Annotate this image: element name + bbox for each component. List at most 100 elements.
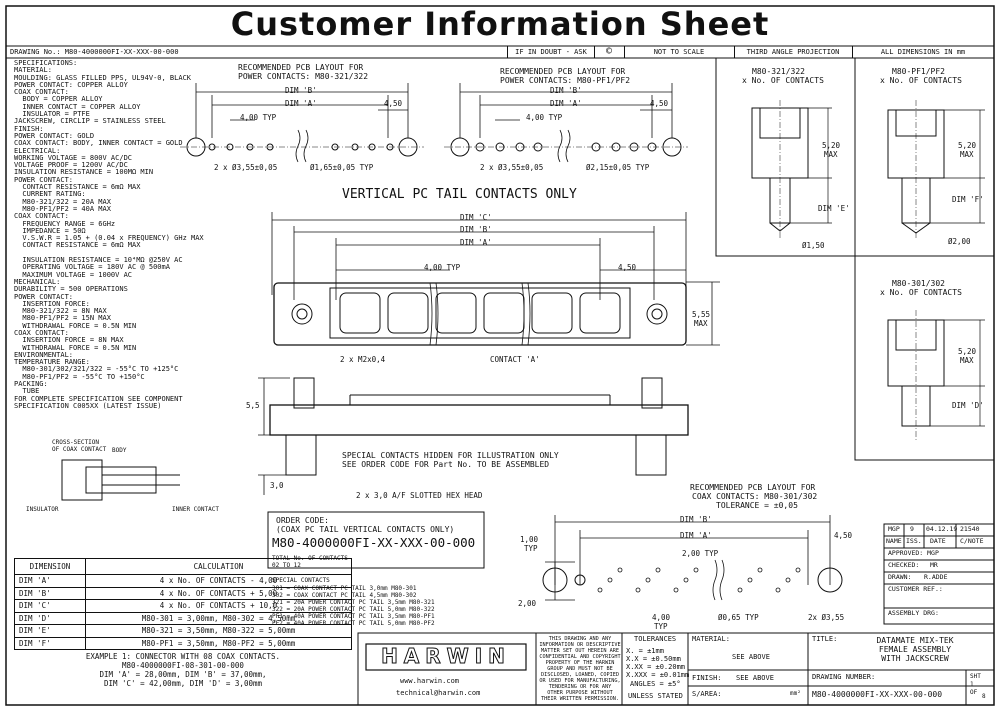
spec-line: M80-PF1/PF2 = 40A MAX	[14, 204, 111, 213]
drawing-number-header: DRAWING No.: M80-4000000FI-XX-XXX-00-000	[6, 46, 508, 58]
coax-contact-label: OF COAX CONTACT	[52, 446, 107, 453]
spec-line: SPECIFICATION C005XX (LATEST ISSUE)	[14, 401, 162, 410]
drawing-number-label: DRAWING NUMBER:	[812, 673, 876, 681]
pcb-left-450: 4,50	[384, 99, 403, 108]
main-400: 4,00 TYP	[424, 263, 461, 272]
v3-dim: DIM 'D'	[952, 401, 984, 410]
spec-line: M80-PF1/PF2 = 15N MAX	[14, 314, 111, 323]
spec-line: DURABILITY = 500 OPERATIONS	[14, 285, 128, 294]
rev-name-h: NAME	[886, 537, 902, 545]
notice-line: PROPERTY OF THE HARWIN	[545, 660, 615, 666]
calc-formula-cell: 4 x No. OF CONTACTS + 5,00	[85, 586, 352, 600]
v2-dim: DIM 'F'	[952, 195, 984, 204]
notice-line: CONFIDENTIAL AND COPYRIGHT	[539, 654, 621, 660]
pcb-coax-title1: RECOMMENDED PCB LAYOUT FOR	[690, 483, 816, 492]
drawn-label: DRAWN:	[888, 573, 912, 581]
pcb-coax-dim-a: DIM 'A'	[680, 531, 712, 540]
calc-formula-cell: M80-301 = 3,00mm, M80-302 = 4,50mm	[85, 611, 352, 625]
spec-line: MATERIAL:	[14, 66, 52, 75]
spec-line: COAX CONTACT:	[14, 328, 69, 337]
notice-line: OR USED FOR MANUFACTURING,	[539, 678, 621, 684]
tolerance-line: X.XXX = ±0.01mm	[626, 671, 690, 679]
tolerances-title: TOLERANCES	[634, 635, 677, 643]
pcb-right-hole1: 2 x Ø3,55±0,05	[480, 163, 544, 172]
pcb-coax-200: 2,00	[518, 599, 537, 608]
main-max: MAX	[694, 319, 708, 328]
pcb-left-dim-a: DIM 'A'	[285, 99, 317, 108]
notice-line: INFORMATION OR DESCRIPTIVE	[539, 642, 621, 648]
of-label: OF	[970, 689, 978, 696]
calc-formula-cell: 4 x No. OF CONTACTS - 4,00	[85, 574, 352, 588]
harwin-logo: HARWIN	[381, 644, 511, 668]
spec-line: FOR COMPLETE SPECIFICATION SEE COMPONENT	[14, 394, 183, 403]
pcb-coax-450: 4,50	[834, 531, 853, 540]
order-code: M80-4000000FI-XX-XXX-00-000	[272, 535, 476, 550]
order-code-title1: ORDER CODE:	[276, 516, 329, 525]
title-line: DATAMATE MIX-TEK	[876, 636, 954, 645]
cross-section-label: CROSS-SECTION	[52, 439, 99, 446]
main-450: 4,50	[618, 263, 637, 272]
pcb-coax-hole1: Ø0,65 TYP	[718, 613, 759, 622]
spec-line: WITHDRAWAL FORCE = 0.5N MIN	[14, 343, 137, 352]
main-30: 3,0	[270, 481, 284, 490]
finish-label: FINISH:	[692, 674, 722, 682]
spec-line: INSULATION RESISTANCE = 10⁴MΩ @250V AC	[14, 256, 183, 265]
approved: APPROVED: MGP	[888, 549, 939, 557]
spec-line: INSERTION FORCE = 8N MAX	[14, 336, 124, 345]
v2-h: 5,20	[958, 141, 977, 150]
spec-line: INSULATOR = PTFE	[14, 110, 90, 119]
spec-line: JACKSCREW, CIRCLIP = STAINLESS STEEL	[14, 117, 166, 126]
pcb-left-dim-b: DIM 'B'	[285, 86, 317, 95]
pcb-coax-100: 1,00	[520, 535, 539, 544]
table-row: DIM 'C'4 x No. OF CONTACTS + 10,0	[14, 599, 352, 613]
pcb-right-dim-b: DIM 'B'	[550, 86, 582, 95]
main-55: 5,5	[246, 401, 260, 410]
notice-line: GROUP AND MUST NOT BE	[547, 666, 613, 672]
v1-title: M80-321/322	[752, 67, 805, 76]
if-in-doubt: IF IN DOUBT - ASK	[508, 46, 595, 58]
v2-sub: x No. OF CONTACTS	[880, 76, 962, 85]
notice-line: DISCLOSED, LOANED, COPIED	[540, 672, 620, 678]
calc-dimension-cell: DIM 'B'	[14, 586, 86, 600]
pcb-right-title1: RECOMMENDED PCB LAYOUT FOR	[500, 67, 626, 76]
v3-max: MAX	[960, 356, 974, 365]
spec-line: ELECTRICAL:	[14, 146, 61, 155]
main-dim-c: DIM 'C'	[460, 213, 492, 222]
sheet-label: SHT	[970, 673, 981, 680]
pcb-coax-title2: COAX CONTACTS: M80-301/302	[692, 492, 818, 501]
example-line: DIM 'C' = 42,00mm, DIM 'D' = 3,00mm	[103, 679, 263, 688]
surface-area-unit: mm²	[790, 690, 801, 697]
dimension-calculation-table: DIMENSION CALCULATION DIM 'A'4 x No. OF …	[14, 558, 352, 650]
spec-line: INSERTION FORCE:	[14, 299, 90, 308]
table-row: DIM 'B'4 x No. OF CONTACTS + 5,00	[14, 586, 352, 600]
specifications-list: SPECIFICATIONS:MATERIAL:MOULDING: GLASS …	[14, 59, 204, 410]
pcb-left-hole2: Ø1,65±0,05 TYP	[310, 163, 374, 172]
rev-name: MGP	[888, 525, 900, 533]
spec-line: MECHANICAL:	[14, 277, 61, 286]
insulator-label: INSULATOR	[26, 506, 59, 513]
harwin-web: www.harwin.com	[400, 677, 460, 685]
spec-line: COAX CONTACT:	[14, 212, 69, 221]
contact-a-label: CONTACT 'A'	[490, 355, 540, 364]
spec-line: POWER CONTACT:	[14, 175, 74, 184]
spec-line: BODY = COPPER ALLOY	[14, 95, 103, 104]
table-row: DIM 'A'4 x No. OF CONTACTS - 4,00	[14, 574, 352, 588]
finish-value: SEE ABOVE	[736, 674, 774, 682]
example-line: DIM 'A' = 28,00mm, DIM 'B' = 37,00mm,	[99, 670, 267, 679]
surface-area-label: S/AREA:	[692, 690, 722, 698]
spec-line: M80-301/302/321/322 = -55°C TO +125°C	[14, 365, 179, 374]
pcb-left-400: 4,00 TYP	[240, 113, 277, 122]
spec-line: FINISH:	[14, 124, 44, 133]
not-to-scale: NOT TO SCALE	[624, 46, 735, 58]
spec-line: M80-321/322 = 8N MAX	[14, 307, 107, 316]
rev-cnote: 21540	[960, 525, 980, 533]
drawn-value: R.ADDE	[924, 573, 948, 581]
notice-line: THIS DRAWING AND ANY	[548, 636, 612, 642]
calc-formula-cell: M80-PF1 = 3,50mm, M80-PF2 = 5,00mm	[85, 636, 352, 650]
copyright-icon: ©	[594, 46, 625, 58]
tolerance-line: X.X = ±0.50mm	[626, 655, 681, 663]
spec-line: MAXIMUM VOLTAGE = 1000V AC	[14, 270, 133, 279]
